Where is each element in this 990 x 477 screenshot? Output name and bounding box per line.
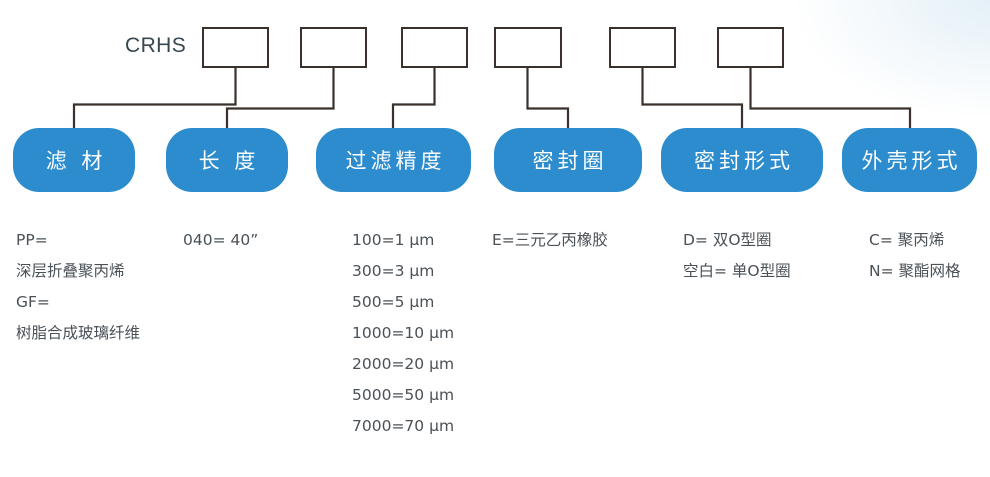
legend-filtration-rating: 100=1 μm 300=3 μm 500=5 μm 1000=10 μm 20…	[352, 225, 454, 442]
legend-item: 5000=50 μm	[352, 386, 455, 404]
legend-item: 空白= 单O型圈	[683, 262, 791, 280]
legend-item: PP=	[16, 231, 48, 249]
legend-item: D= 双O型圈	[683, 231, 772, 249]
node-seal-ring[interactable]: 密封圈	[494, 128, 642, 192]
legend-item: GF=	[16, 293, 50, 311]
legend-seal-ring: E=三元乙丙橡胶	[492, 225, 608, 256]
node-seal-type[interactable]: 密封形式	[661, 128, 823, 192]
node-length[interactable]: 长 度	[166, 128, 288, 192]
legend-length: 040= 40”	[183, 225, 258, 256]
legend-item: 300=3 μm	[352, 262, 435, 280]
node-filter-media[interactable]: 滤 材	[13, 128, 135, 192]
code-box-3[interactable]	[401, 27, 468, 68]
code-box-6[interactable]	[717, 27, 784, 68]
legend-seal-type: D= 双O型圈 空白= 单O型圈	[683, 225, 791, 287]
node-filtration-rating[interactable]: 过滤精度	[316, 128, 471, 192]
connector-5	[641, 66, 744, 131]
code-box-2[interactable]	[300, 27, 367, 68]
connector-4	[526, 66, 570, 131]
node-housing-type[interactable]: 外壳形式	[842, 128, 977, 192]
legend-item: 100=1 μm	[352, 231, 435, 249]
legend-item: 1000=10 μm	[352, 324, 455, 342]
code-box-1[interactable]	[202, 27, 269, 68]
legend-housing-type: C= 聚丙烯 N= 聚酯网格	[869, 225, 961, 287]
code-box-4[interactable]	[494, 27, 562, 68]
legend-item: C= 聚丙烯	[869, 231, 945, 249]
prefix-label: CRHS	[125, 34, 187, 57]
legend-item: 树脂合成玻璃纤维	[16, 324, 141, 342]
connector-3	[391, 66, 436, 131]
legend-item: N= 聚酯网格	[869, 262, 961, 280]
legend-item: 040= 40”	[183, 231, 259, 249]
code-box-5[interactable]	[609, 27, 676, 68]
legend-filter-media: PP= 深层折叠聚丙烯 GF= 树脂合成玻璃纤维	[16, 225, 140, 349]
connector-6	[749, 66, 912, 131]
connector-2	[225, 66, 335, 131]
connector-1	[72, 66, 237, 131]
legend-item: 7000=70 μm	[352, 417, 455, 435]
legend-item: 500=5 μm	[352, 293, 435, 311]
legend-item: E=三元乙丙橡胶	[492, 231, 608, 249]
legend-item: 深层折叠聚丙烯	[16, 262, 125, 280]
legend-item: 2000=20 μm	[352, 355, 455, 373]
